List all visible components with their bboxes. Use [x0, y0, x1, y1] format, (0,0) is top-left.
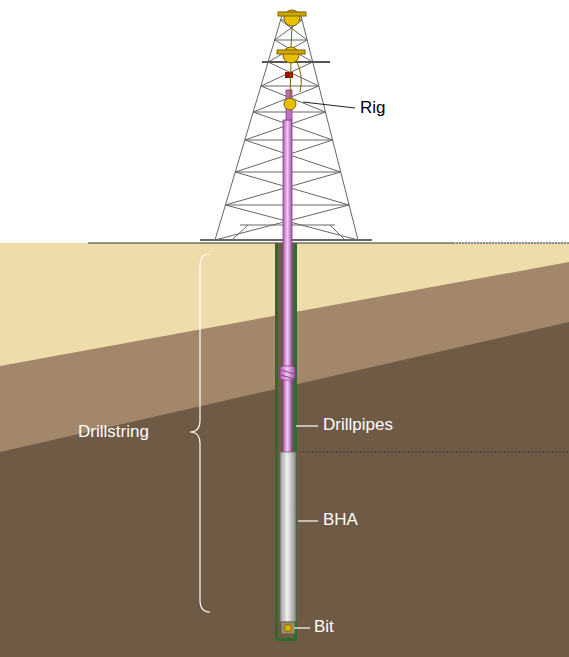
leader-line	[296, 425, 318, 426]
part-label: BHA	[323, 510, 358, 530]
drillstring-brace	[190, 254, 210, 612]
drillpipe	[283, 120, 292, 455]
part-label: Drillstring	[78, 422, 149, 442]
part-label: Rig	[360, 98, 386, 118]
surface-line	[88, 243, 569, 244]
hoist-blocks	[277, 10, 306, 110]
dotted-line	[300, 452, 569, 453]
part-label: Bit	[314, 617, 334, 637]
leader-line	[303, 102, 355, 108]
tool-joint	[280, 366, 295, 380]
bha	[280, 452, 296, 622]
part-label: Drillpipes	[323, 415, 393, 435]
leader-line	[294, 627, 310, 628]
bit	[281, 622, 295, 634]
dotted-line	[455, 243, 569, 244]
leader-line	[298, 520, 318, 521]
